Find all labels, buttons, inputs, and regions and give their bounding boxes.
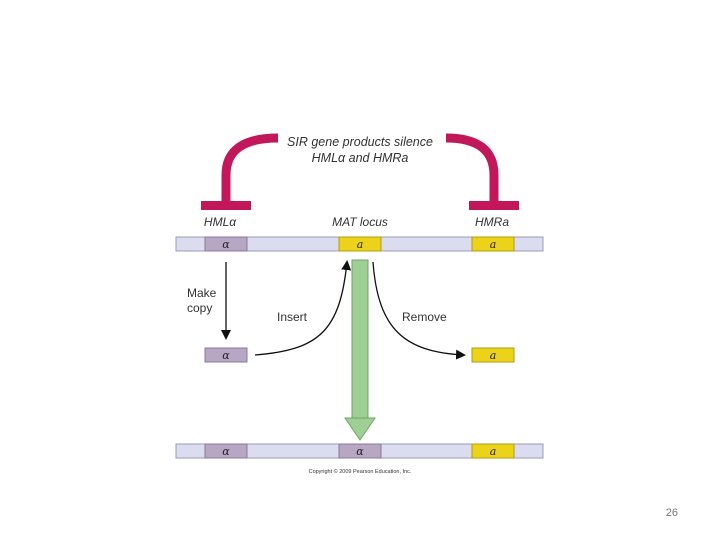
diagram-title-line2: HMLα and HMRa (312, 151, 409, 165)
make-copy-label-line1: Make (187, 286, 217, 300)
bottom-mat-alpha-segment (338, 443, 382, 459)
mat-locus-label: MAT locus (332, 215, 388, 229)
bottom-hmr-a-text: a (490, 445, 497, 458)
page-number: 26 (665, 507, 678, 519)
remove-label: Remove (402, 310, 447, 324)
removed-a-text: a (490, 349, 497, 362)
left-inhibition-arc (201, 133, 279, 210)
chromosome-bottom: α α a (175, 443, 544, 459)
hmr-a-segment (471, 236, 515, 252)
hml-alpha-segment (204, 236, 248, 252)
hml-alpha-text: α (222, 238, 230, 251)
remove-arrow (372, 261, 466, 360)
diagram-title-line1: SIR gene products silence (287, 135, 433, 149)
bottom-hml-alpha-text: α (222, 445, 230, 458)
hmr-label: HMRa (475, 215, 509, 229)
bottom-mat-alpha-text: α (356, 445, 364, 458)
mat-a-text: a (357, 238, 364, 251)
insert-arrow (254, 260, 352, 356)
copyright-notice: Copyright © 2009 Pearson Education, Inc. (309, 468, 412, 475)
bottom-hml-alpha-segment (204, 443, 248, 459)
alpha-copy-text: α (222, 349, 230, 362)
right-inhibition-arc (445, 133, 519, 210)
make-copy-label-line2: copy (187, 301, 212, 315)
alpha-copy-segment (204, 347, 248, 363)
chromosome-top: α a a (175, 236, 544, 252)
hml-label: HMLα (204, 215, 237, 229)
removed-a-segment (471, 347, 515, 363)
hmr-a-text: a (490, 238, 497, 251)
bottom-hmr-a-segment (471, 443, 515, 459)
mat-a-segment (338, 236, 382, 252)
insert-label: Insert (277, 310, 308, 324)
conversion-arrow (344, 259, 376, 441)
